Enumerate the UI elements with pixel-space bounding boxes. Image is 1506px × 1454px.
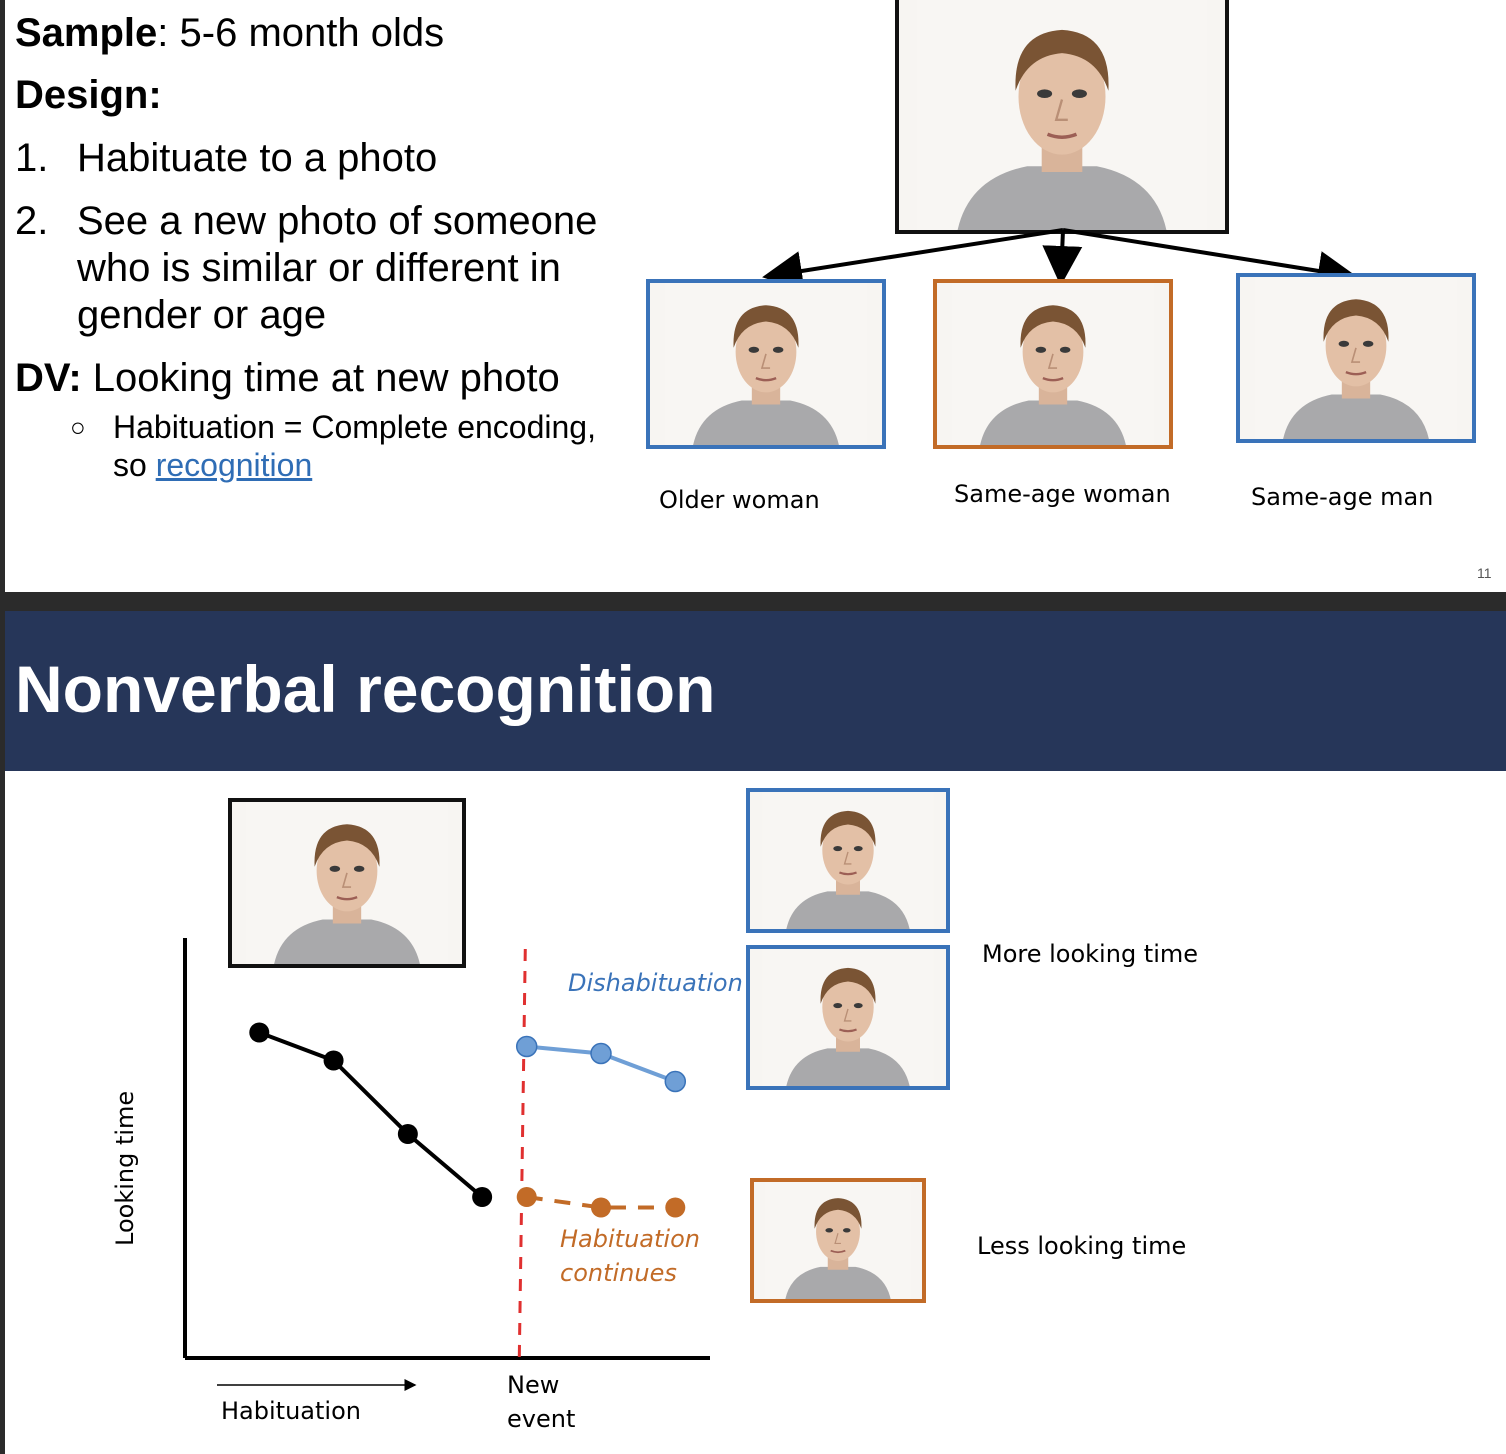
same-age-man-photo-small	[746, 945, 950, 1090]
dv-line: DV: Looking time at new photo	[15, 356, 560, 400]
new-event-label-line-2: event	[507, 1405, 576, 1433]
more-looking-time-label: More looking time	[982, 940, 1199, 968]
habituation-continues-line-2: continues	[560, 1259, 677, 1287]
bullet-line-1: Habituation = Complete encoding,	[113, 409, 596, 445]
step-2-number: 2.	[15, 199, 49, 243]
same-age-woman-photo	[933, 279, 1173, 449]
habituation-continues-line	[526, 1195, 676, 1210]
slide-nonverbal-recognition: Nonverbal recognition Looking time Habit…	[5, 611, 1506, 1454]
habituation-continues-point-3	[665, 1197, 686, 1218]
older-woman-photo-small	[746, 788, 950, 933]
habituation-point-4	[472, 1187, 493, 1207]
habituation-line	[258, 1030, 484, 1199]
same-age-man-photo	[1236, 273, 1476, 443]
habituation-point-1	[249, 1022, 270, 1043]
habituation-photo-small	[228, 798, 466, 968]
looking-time-chart	[183, 938, 710, 1391]
sample-line: Sample: 5-6 month olds	[15, 11, 445, 55]
arrow-to-same-age-woman	[1042, 229, 1083, 286]
same-age-woman-photo-small	[750, 1178, 926, 1303]
dishabituation-point-3	[664, 1070, 687, 1093]
habituation-continues-line-1: Habituation	[560, 1225, 700, 1253]
dishabituation-point-1	[515, 1035, 538, 1058]
dishabituation-point-2	[590, 1042, 612, 1065]
page-number: 11	[1477, 565, 1492, 581]
less-looking-time-label: Less looking time	[977, 1232, 1187, 1260]
habituation-point-3	[397, 1124, 418, 1144]
new-event-label-line-1: New	[507, 1371, 560, 1399]
branch-arrows	[762, 228, 1358, 291]
habituation-continues-point-2	[591, 1197, 611, 1218]
x-axis-label: Habituation	[221, 1397, 361, 1425]
slide-11: Sample: 5-6 month olds Design: 1. Habitu…	[5, 0, 1506, 592]
y-axis-label: Looking time	[111, 1090, 139, 1246]
step-1: 1.	[15, 135, 48, 181]
step-1-number: 1.	[15, 136, 49, 180]
new-event-line	[517, 948, 527, 1359]
step-2-line-1: See a new photo of someone	[77, 199, 598, 243]
habituation-photo	[895, 0, 1229, 234]
step-2-line-2: who is similar or different in	[77, 246, 561, 290]
arrow-to-older-woman	[762, 228, 1064, 291]
caption-same-age-woman: Same-age woman	[954, 480, 1171, 508]
habituation-continues-point-1	[516, 1187, 537, 1207]
design-heading: Design:	[15, 73, 162, 117]
caption-same-age-man: Same-age man	[1251, 483, 1434, 511]
step-1-text: Habituate to a photo	[77, 136, 438, 180]
bullet-line-2: so recognition	[113, 447, 313, 483]
slide-title: Nonverbal recognition	[15, 652, 716, 726]
title-bar: Nonverbal recognition	[5, 611, 1506, 771]
dishabituation-label: Dishabituation	[568, 969, 743, 997]
older-woman-photo	[646, 279, 886, 449]
recognition-link[interactable]: recognition	[155, 447, 313, 483]
arrow-to-same-age-man	[1062, 228, 1358, 291]
bullet-marker: ○	[70, 412, 86, 442]
caption-older-woman: Older woman	[659, 486, 820, 514]
step-2-line-3: gender or age	[77, 293, 327, 337]
habituation-point-2	[323, 1050, 344, 1071]
